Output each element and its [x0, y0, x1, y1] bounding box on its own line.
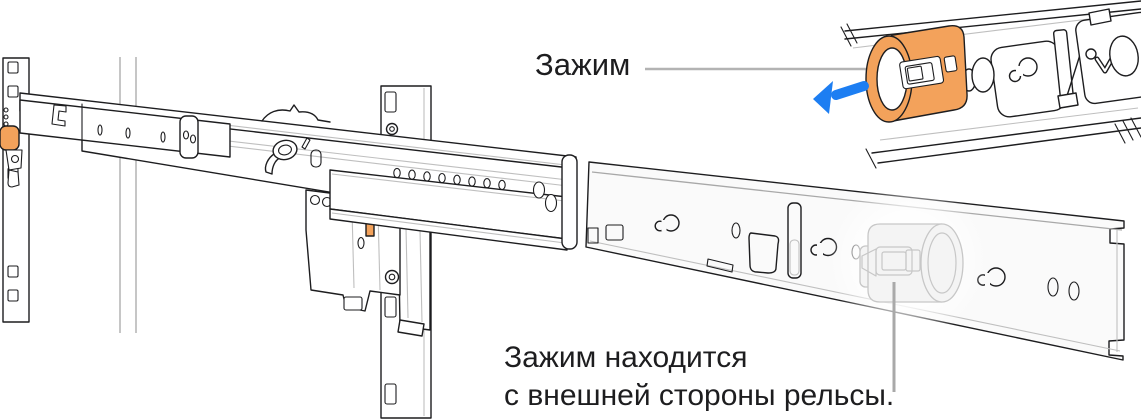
rear-rack-post — [119, 57, 137, 333]
arrow-left-icon — [813, 81, 869, 114]
detail-fragment — [813, 0, 1141, 169]
caption-line-1: Зажим находится — [504, 341, 748, 374]
panel-ghost-clamp — [828, 180, 988, 340]
clamp-location-caption: Зажим находится с внешней стороны рельсы… — [504, 339, 894, 415]
latch-lever — [264, 137, 322, 175]
clamp-callout-label: Зажим — [535, 47, 631, 82]
rail-clamp-small — [0, 125, 23, 188]
caption-line-2: с внешней стороны рельсы. — [504, 379, 895, 412]
keyhole-cutout — [654, 214, 680, 232]
slide-rail — [19, 92, 578, 251]
detail-clamp — [865, 25, 968, 123]
keyhole-cutout — [1008, 57, 1038, 83]
